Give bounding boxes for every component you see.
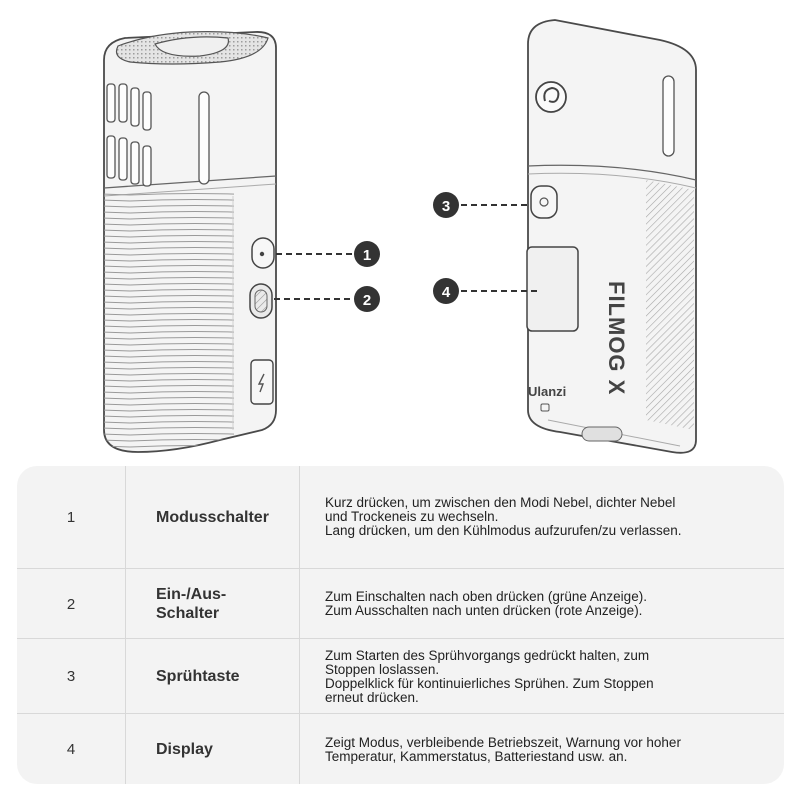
row-description: Kurz drücken, um zwischen den Modi Nebel…	[299, 466, 759, 568]
description-line: erneut drücken.	[325, 689, 419, 705]
row-name: Sprühtaste	[156, 668, 240, 685]
description-line: Temperatur, Kammerstatus, Batteriestand …	[325, 748, 628, 764]
column-divider	[125, 466, 126, 784]
row-number: 2	[66, 595, 76, 613]
table-row: 3 Sprühtaste Zum Starten des Sprühvorgan…	[17, 638, 784, 714]
description-line: Lang drücken, um den Kühlmodus aufzurufe…	[325, 523, 682, 538]
device-right-view: FILMOG X Ulanzi	[526, 19, 697, 454]
callout-number: 3	[442, 198, 450, 215]
row-description: Zeigt Modus, verbleibende Betriebszeit, …	[299, 714, 759, 784]
vent-slots-icon	[106, 83, 210, 187]
description-line: Doppelklick für kontinuierliches Sprühen…	[325, 675, 654, 691]
callout-marker	[354, 286, 380, 312]
brand-label: Ulanzi	[528, 384, 566, 399]
callout-2: 2	[274, 286, 380, 312]
callout-marker	[433, 278, 459, 304]
callout-4: 4	[433, 278, 540, 304]
row-description: Zum Starten des Sprühvorgangs gedrückt h…	[299, 639, 759, 714]
description-line: und Trockeneis zu wechseln.	[325, 509, 499, 524]
description-line: Zum Starten des Sprühvorgangs gedrückt h…	[325, 647, 650, 663]
row-number: 3	[66, 668, 76, 685]
callout-number: 4	[442, 284, 451, 301]
table-row: 1 Modusschalter Kurz drücken, um zwische…	[17, 466, 784, 568]
spray-button-icon	[530, 185, 558, 219]
description-line: Zum Einschalten nach oben drücken (grüne…	[325, 589, 647, 604]
table-row: 4 Display Zeigt Modus, verbleibende Betr…	[17, 713, 784, 784]
callout-number: 1	[363, 247, 371, 264]
row-description: Zum Einschalten nach oben drücken (grüne…	[299, 569, 759, 639]
callout-3: 3	[433, 192, 530, 218]
description-line: Stoppen loslassen.	[325, 661, 440, 677]
row-name: Display	[156, 741, 213, 758]
callout-number: 2	[363, 292, 371, 309]
row-number: 4	[66, 741, 76, 758]
column-divider	[299, 466, 300, 784]
charging-port-icon	[250, 359, 274, 405]
model-label: FILMOG X	[604, 281, 629, 395]
brand-logo-icon	[535, 81, 567, 113]
row-number: 1	[66, 508, 76, 526]
callout-marker	[354, 241, 380, 267]
description-line: Zeigt Modus, verbleibende Betriebszeit, …	[325, 734, 681, 750]
callout-1: 1	[276, 241, 380, 267]
description-line: Kurz drücken, um zwischen den Modi Nebel…	[325, 495, 676, 510]
callout-marker	[433, 192, 459, 218]
display-window	[526, 246, 579, 332]
description-line: Zum Ausschalten nach unten drücken (rote…	[325, 603, 643, 618]
device-illustration: FILMOG X Ulanzi 1 2 3 4	[103, 19, 697, 454]
row-name: Modusschalter	[156, 508, 269, 526]
spec-table: 1 Modusschalter Kurz drücken, um zwische…	[17, 466, 784, 784]
row-name: Ein-/Aus- Schalter	[156, 586, 227, 622]
table-row: 2 Ein-/Aus- Schalter Zum Einschalten nac…	[17, 568, 784, 639]
device-left-view	[103, 31, 277, 453]
